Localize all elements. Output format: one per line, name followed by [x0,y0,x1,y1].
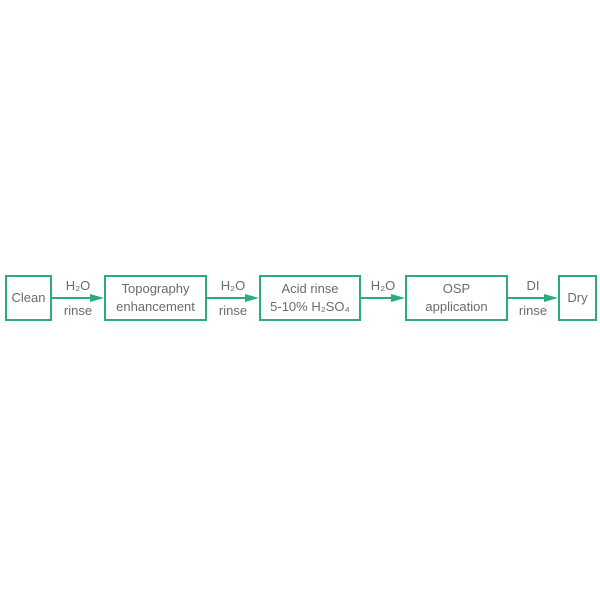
connector-acid-to-osp: H₂O [361,275,405,321]
arrow-right-icon [207,294,259,303]
arrow-shaft [52,297,90,299]
connector-4-bottom-label: rinse [518,302,548,318]
arrow-head [245,294,259,302]
node-acid-rinse-label-line1: Acid rinse [281,281,339,296]
arrow-head [90,294,104,302]
connector-clean-to-topography: H₂O rinse [52,275,104,321]
connector-1-top-label: H₂O [65,277,91,293]
node-osp-application: OSP application [405,275,508,321]
node-osp-label-line2: application [425,299,488,314]
node-topography-label-line1: Topography [121,281,190,296]
node-clean: Clean [5,275,52,321]
connector-3-top-label: H₂O [370,277,396,293]
node-dry: Dry [558,275,597,321]
arrow-shaft [207,297,245,299]
arrow-shaft [361,297,391,299]
connector-osp-to-dry: DI rinse [508,275,558,321]
connector-4-top-label: DI [526,277,540,293]
arrow-right-icon [361,294,405,303]
node-osp-label-line1: OSP [442,281,471,296]
arrow-shaft [508,297,544,299]
arrow-right-icon [508,294,558,303]
connector-topography-to-acid: H₂O rinse [207,275,259,321]
node-clean-label: Clean [11,290,46,305]
connector-1-bottom-label: rinse [63,302,93,318]
arrow-head [391,294,405,302]
node-acid-rinse: Acid rinse 5-10% H₂SO₄ [259,275,361,321]
node-topography-enhancement: Topography enhancement [104,275,207,321]
arrow-right-icon [52,294,104,303]
arrow-head [544,294,558,302]
node-dry-label: Dry [567,290,588,305]
node-topography-label-line2: enhancement [116,299,195,314]
connector-2-bottom-label: rinse [218,302,248,318]
process-flow: Clean H₂O rinse Topography enhancement H… [5,275,597,321]
connector-2-top-label: H₂O [220,277,246,293]
node-acid-rinse-label-line2: 5-10% H₂SO₄ [270,299,350,314]
